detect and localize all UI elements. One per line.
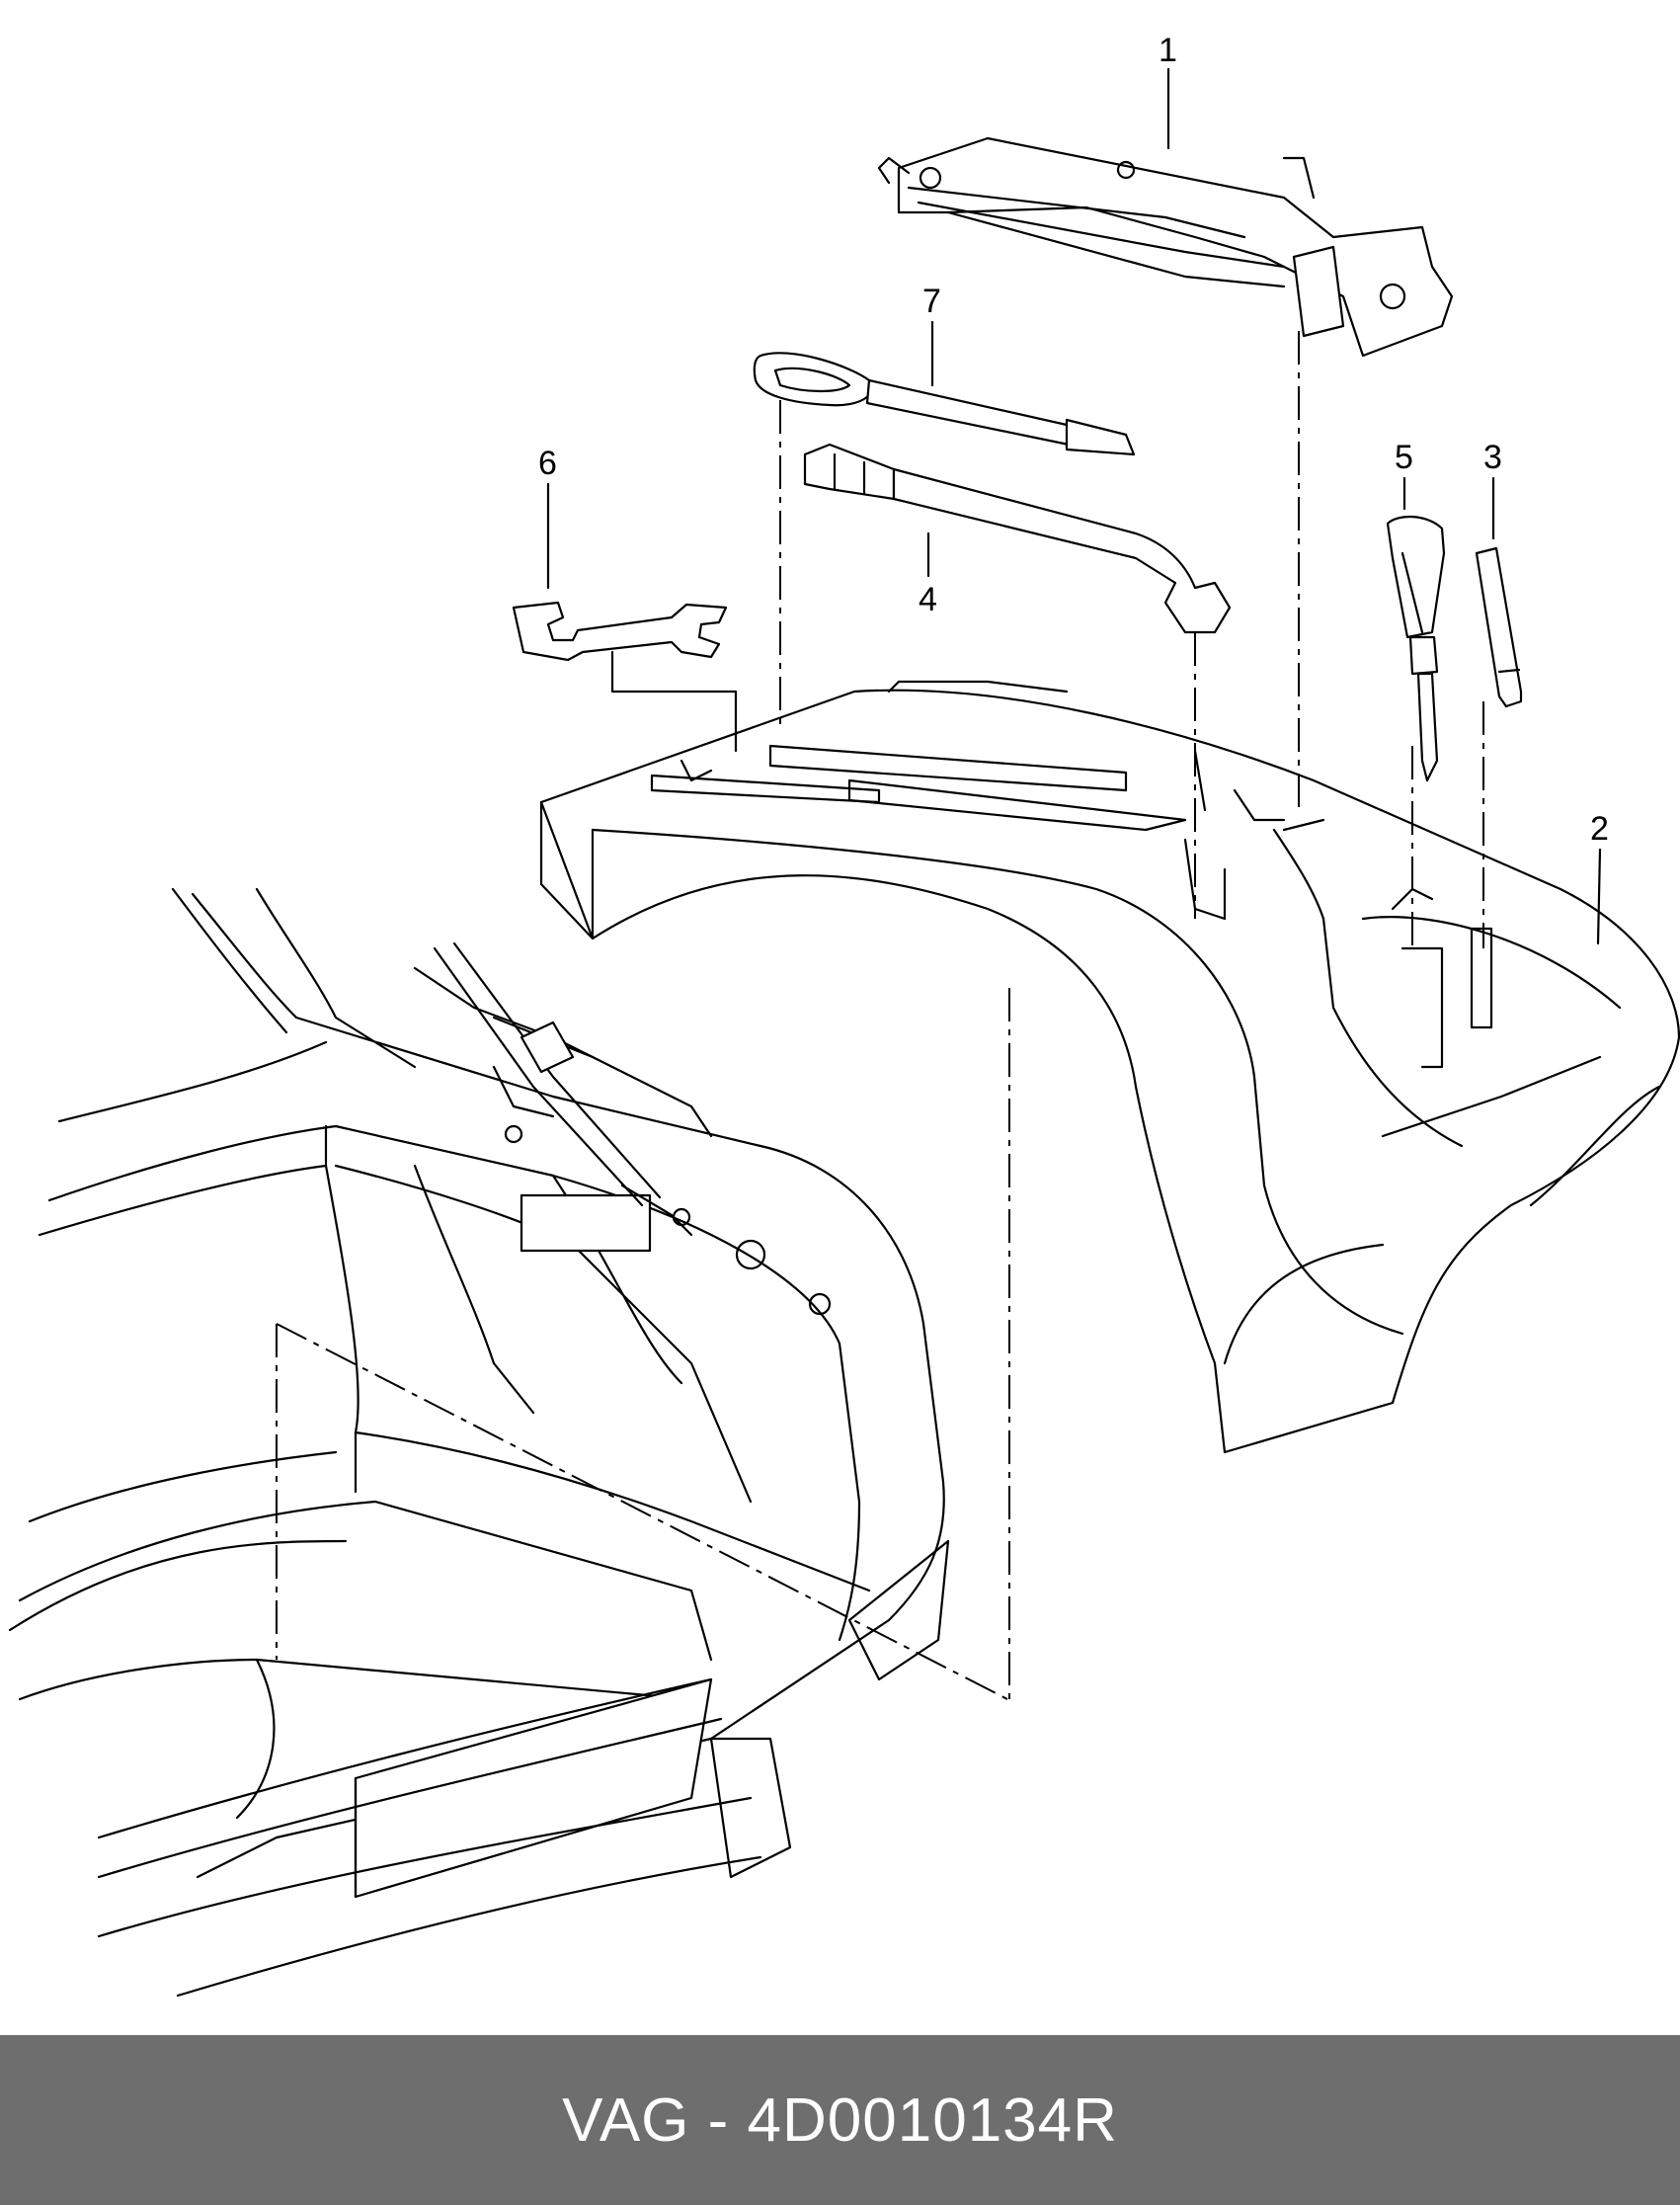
parts-exploded-diagram: 2 1 7 4 6: [8, 32, 1680, 1998]
wheel-wrench-icon: [803, 443, 1232, 634]
part-number-label: VAG - 4D0010134R: [562, 2085, 1118, 2155]
callout-6: 6: [538, 445, 557, 482]
callout-7: 7: [922, 283, 941, 320]
callout-5: 5: [1395, 439, 1413, 476]
scissor-jack-icon: [877, 136, 1454, 358]
tool-tray-icon: [539, 680, 1680, 1454]
callout-1: 1: [1159, 32, 1177, 69]
callout-2: 2: [1590, 810, 1609, 848]
footer-banner: VAG - 4D0010134R: [0, 2035, 1680, 2205]
open-end-wrench-icon: [512, 601, 728, 662]
callout-4: 4: [919, 581, 937, 618]
pin-icon: [1475, 546, 1523, 708]
trunk-body-illustration: [8, 887, 1008, 1998]
callout-3: 3: [1483, 439, 1502, 476]
tow-eye-icon: [753, 352, 1136, 456]
screwdriver-icon: [1386, 515, 1446, 782]
